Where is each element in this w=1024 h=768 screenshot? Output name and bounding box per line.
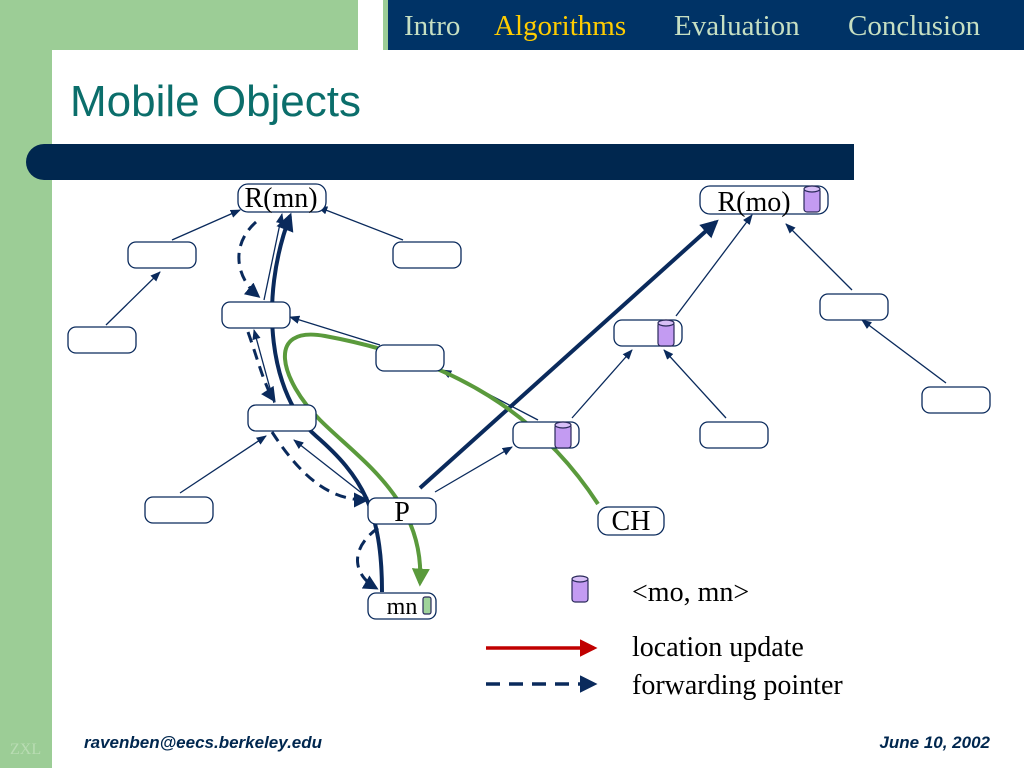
node-r-mn [237,183,327,213]
route-to-rmo [418,219,719,490]
footer-date: June 10, 2002 [879,733,990,752]
tree-edge [171,209,241,241]
tree-node [221,301,291,329]
cylinder-icon [554,421,572,449]
cylinder-icon [657,319,675,347]
tree-edge [105,271,161,326]
tree-node [392,241,462,269]
legend-location-update-label: location update [632,632,804,663]
label-r-mo: R(mo) [717,187,790,218]
node-mn [367,592,437,620]
nav-item-conclusion[interactable]: Conclusion [848,10,981,42]
tree-edge [434,446,513,493]
tree-edge [785,223,853,291]
pointer-cylinders [422,185,821,615]
cylinder-icon [571,575,589,603]
tree-node [819,293,889,321]
forwarding-pointers [237,220,379,590]
node-ch [597,506,665,536]
node-r-mo [699,185,829,215]
title-underline-bar [26,144,854,180]
tree-edges [105,206,947,499]
tree-node [375,344,445,372]
object-icon [422,596,432,615]
cylinder-icon [803,185,821,213]
label-mn: mn [387,594,418,620]
footer-initials: ZXL [10,741,42,758]
nav-item-intro[interactable]: Intro [404,10,461,42]
legend-forwarding-pointer-label: forwarding pointer [632,670,843,701]
tree-node [699,421,769,449]
tree-node [921,386,991,414]
tree-node [67,326,137,354]
tree-node [144,496,214,524]
slide-title: Mobile Objects [70,77,362,126]
forwarding-pointer [237,220,261,298]
tree-node [247,404,317,432]
footer-email[interactable]: ravenben@eecs.berkeley.edu [84,733,323,752]
tree-edge [289,315,381,346]
label-r-mn: R(mn) [244,183,317,214]
label-ch: CH [612,506,651,537]
node-p [367,497,437,525]
label-p: P [394,497,410,528]
tree-edge [663,349,727,419]
tree-edge [861,319,947,384]
forwarding-pointer [270,431,369,508]
legend-cylinder-label: <mo, mn> [632,577,749,608]
tree-edge [293,439,369,499]
top-green-band [52,0,358,50]
forwarding-pointer [246,331,276,403]
tree-edge [317,206,404,241]
tree-edge [571,349,633,419]
section-nav: Intro Algorithms Evaluation Conclusion [383,0,1024,50]
tree-edge [179,435,267,494]
nav-item-algorithms[interactable]: Algorithms [494,10,627,42]
nav-item-evaluation[interactable]: Evaluation [674,10,800,42]
forwarding-pointer [356,526,379,590]
route-to-rmn [270,212,384,593]
tree-nodes [67,183,991,620]
tree-edge [675,214,753,317]
tree-node [127,241,197,269]
left-sidebar-band [0,0,52,768]
query-path [283,332,600,587]
